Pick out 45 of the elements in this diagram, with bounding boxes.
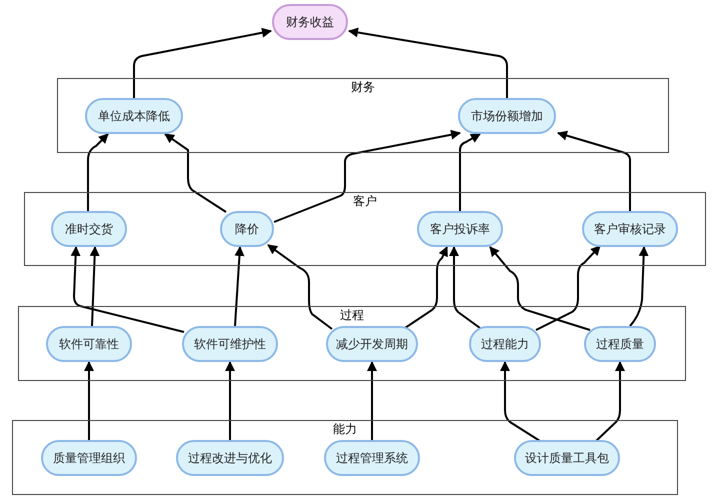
- arrow: [595, 361, 625, 442]
- arrow: [274, 130, 461, 223]
- arrow: [70, 246, 184, 333]
- section-title: 能力: [333, 422, 357, 436]
- section-title: 客户: [353, 194, 377, 208]
- arrow: [164, 133, 227, 213]
- section-panel: [24, 192, 706, 266]
- arrow: [489, 246, 590, 331]
- rounded-box: 设计质量工具包: [514, 440, 620, 476]
- rounded-box: 质量管理组织: [41, 440, 137, 476]
- arrow: [225, 361, 235, 440]
- rounded-box: 过程质量: [584, 326, 656, 362]
- arrow: [90, 246, 100, 326]
- arrow: [348, 28, 508, 98]
- arrow: [84, 361, 94, 440]
- section-panel: [12, 420, 678, 495]
- arrow: [234, 246, 244, 326]
- arrow: [449, 246, 481, 329]
- section-title: 过程: [340, 308, 364, 322]
- arrow: [459, 133, 481, 211]
- rounded-box: 市场份额增加: [458, 98, 556, 134]
- rounded-box: 过程改进与优化: [176, 440, 284, 476]
- section-panel: [18, 306, 686, 381]
- arrow: [87, 133, 109, 211]
- arrow: [367, 361, 377, 440]
- arrow: [133, 28, 272, 98]
- rounded-box: 客户投诉率: [417, 211, 503, 247]
- rounded-box: 客户审核记录: [582, 211, 678, 247]
- arrow: [629, 246, 649, 327]
- rounded-box: 软件可靠性: [46, 326, 132, 362]
- goal-pill: 财务收益: [272, 4, 348, 40]
- section-title: 财务: [351, 80, 375, 94]
- rounded-box: 降价: [220, 211, 274, 247]
- arrow: [267, 244, 333, 330]
- arrow: [500, 361, 541, 442]
- rounded-box: 过程能力: [469, 326, 541, 362]
- rounded-box: 单位成本降低: [85, 98, 183, 134]
- rounded-box: 软件可维护性: [182, 326, 278, 362]
- rounded-box: 准时交货: [51, 211, 127, 247]
- section-panel: [57, 78, 669, 153]
- arrow: [536, 245, 601, 331]
- arrow: [404, 246, 448, 329]
- rounded-box: 减少开发周期: [326, 326, 418, 362]
- arrow: [557, 130, 631, 211]
- rounded-box: 过程管理系统: [324, 440, 420, 476]
